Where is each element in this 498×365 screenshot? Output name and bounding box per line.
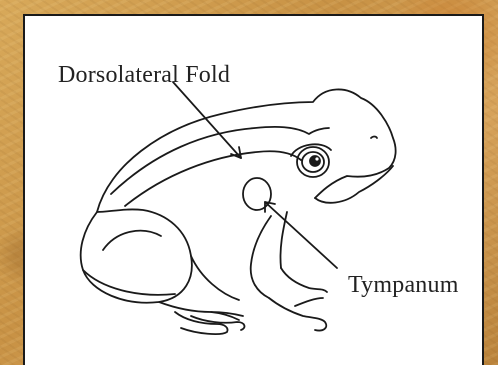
frog-hind-foot: [159, 302, 239, 320]
frog-hind-thigh: [81, 209, 192, 302]
dorsolateral-fold-lower: [125, 151, 301, 206]
frog-front-finger-1: [281, 268, 327, 292]
frog-front-hand: [269, 298, 326, 331]
fold-leader-line: [173, 82, 241, 158]
frog-pupil-highlight: [315, 157, 318, 160]
frog-tympanum: [243, 178, 271, 210]
diagram-panel: Dorsolateral Fold Tympanum: [23, 14, 484, 365]
frog-pupil: [310, 156, 320, 166]
frog-illustration: [25, 16, 482, 365]
frog-front-finger-2: [295, 298, 323, 306]
frog-belly: [191, 256, 239, 300]
frog-hind-shin: [83, 270, 175, 295]
frog-eye-ridge: [291, 144, 331, 156]
frog-front-arm: [251, 216, 271, 298]
frog-hind-knee: [103, 231, 161, 250]
tympanum-leader-line: [265, 202, 337, 268]
frog-nostril: [371, 137, 377, 139]
